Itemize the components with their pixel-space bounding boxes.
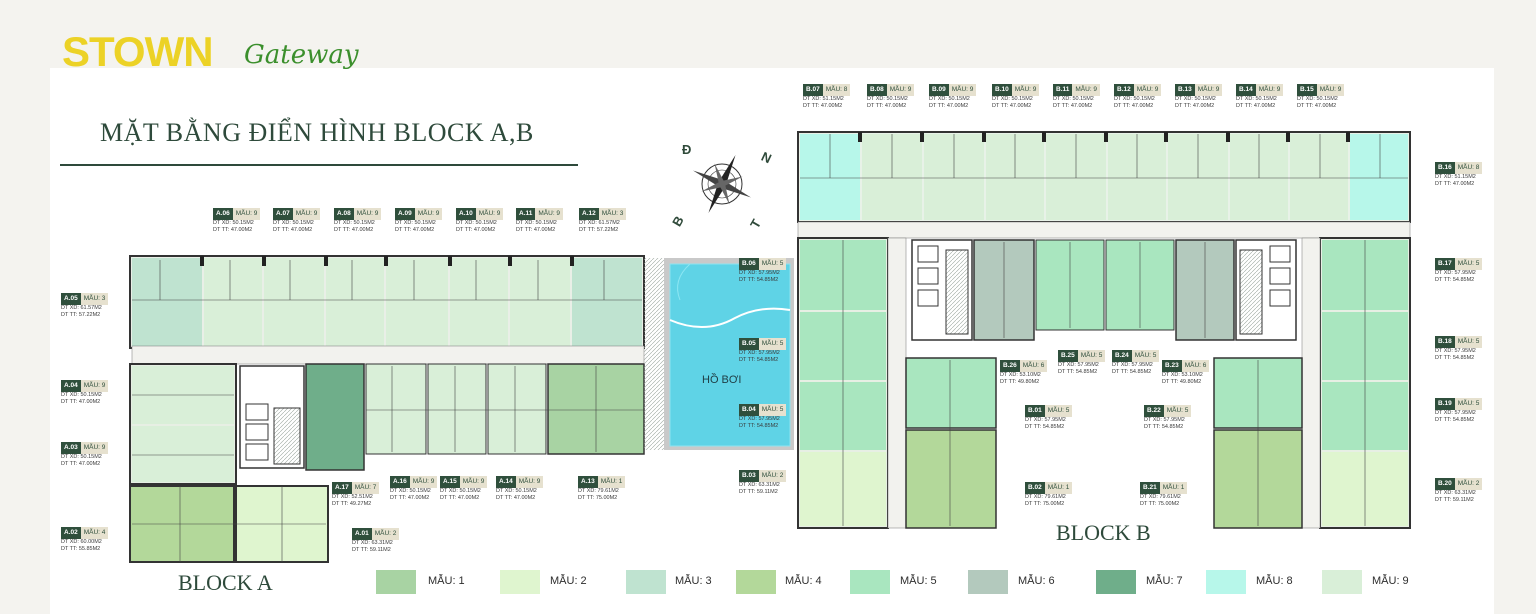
logo-brand: STOWN — [62, 28, 214, 75]
legend-label-9: MẪU: 9 — [1372, 575, 1409, 587]
compass-b: B — [669, 213, 687, 229]
legend-label-8: MẪU: 8 — [1256, 575, 1293, 587]
legend-label-4: MẪU: 4 — [785, 575, 822, 587]
compass-d: Đ — [682, 142, 691, 157]
compass-t: T — [747, 217, 764, 231]
legend-swatch-3 — [626, 570, 666, 594]
title-underline — [60, 164, 578, 166]
legend-label-5: MẪU: 5 — [900, 575, 937, 587]
legend-swatch-6 — [968, 570, 1008, 594]
legend-label-6: MẪU: 6 — [1018, 575, 1055, 587]
pool-label: HỒ BƠI — [702, 374, 742, 386]
legend-swatch-2 — [500, 570, 540, 594]
stown-gateway-logo: STOWN Gateway — [62, 28, 362, 78]
block-a-plan — [129, 255, 645, 563]
legend-label-2: MẪU: 2 — [550, 575, 587, 587]
legend-label-1: MẪU: 1 — [428, 575, 465, 587]
legend-swatch-5 — [850, 570, 890, 594]
legend-swatch-9 — [1322, 570, 1362, 594]
block-a-label: BLOCK A — [178, 570, 273, 595]
page-title: MẶT BẰNG ĐIỂN HÌNH BLOCK A,B — [100, 118, 534, 147]
legend-label-3: MẪU: 3 — [675, 575, 712, 587]
compass-icon: N Đ B T — [669, 142, 774, 231]
legend-swatch-1 — [376, 570, 416, 594]
logo-sub: Gateway — [244, 40, 359, 70]
legend-swatch-8 — [1206, 570, 1246, 594]
compass-n: N — [759, 149, 774, 167]
legend-swatch-7 — [1096, 570, 1136, 594]
legend-label-7: MẪU: 7 — [1146, 575, 1183, 587]
legend-swatch-4 — [736, 570, 776, 594]
block-b-label: BLOCK B — [1056, 520, 1151, 545]
block-b-plan — [797, 131, 1411, 529]
